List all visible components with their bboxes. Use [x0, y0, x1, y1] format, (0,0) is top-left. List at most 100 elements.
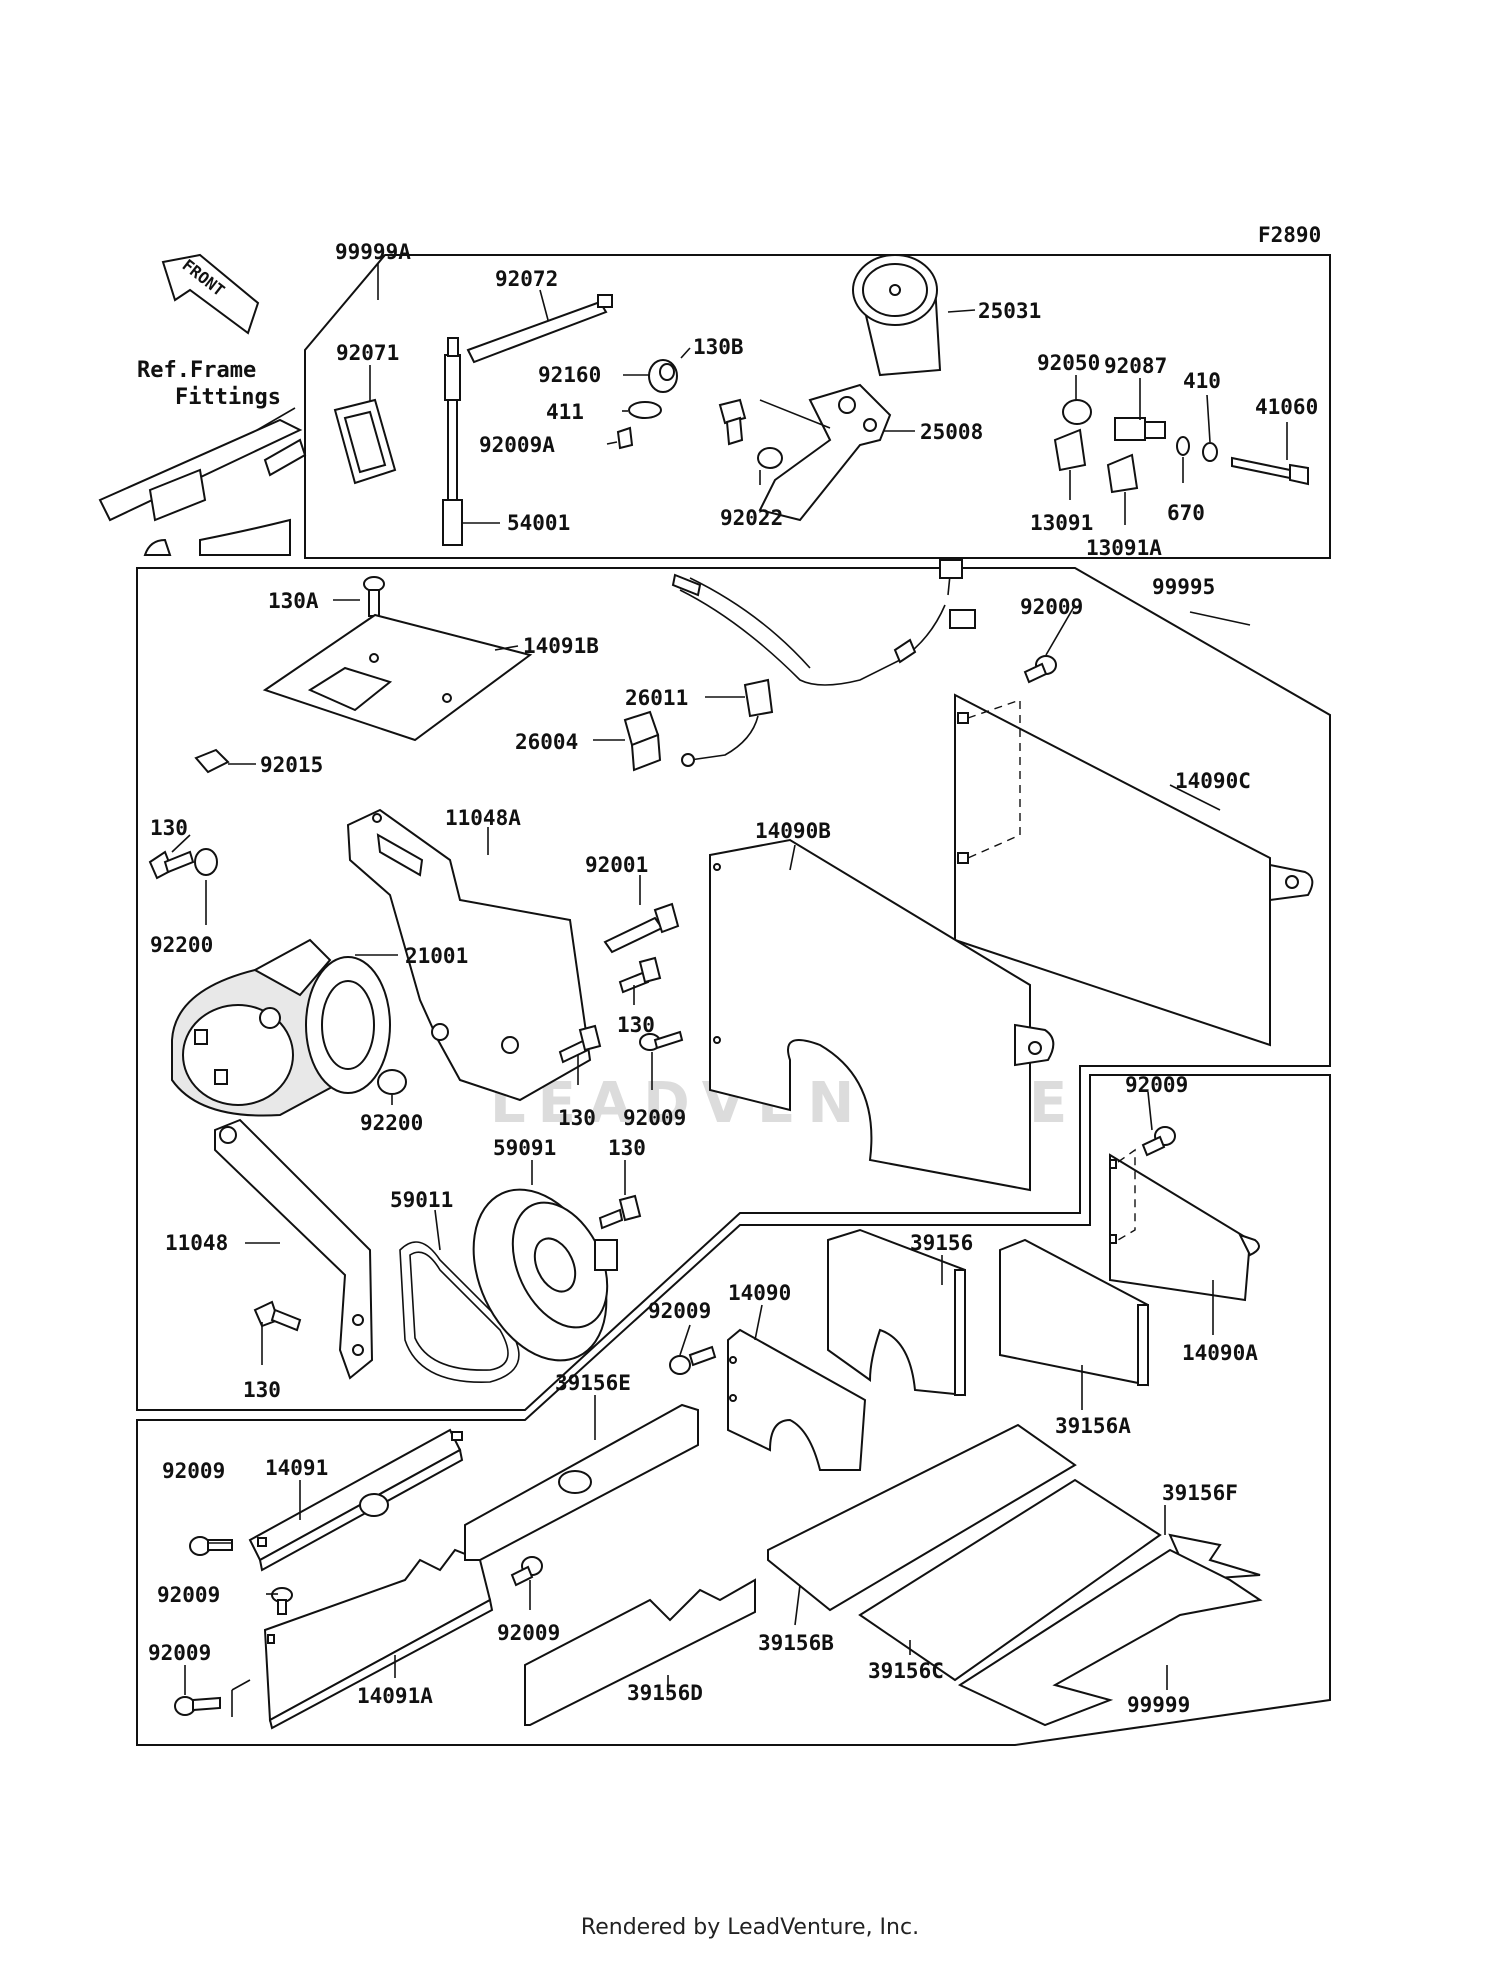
- label-92009-f: 92009: [157, 1583, 220, 1607]
- part-92160-damper: [648, 359, 678, 393]
- label-14091B: 14091B: [523, 634, 599, 658]
- label-92009-a: 92009: [1020, 595, 1083, 619]
- label-13091: 13091: [1030, 511, 1093, 535]
- label-99999: 99999: [1127, 1693, 1190, 1717]
- label-54001: 54001: [507, 511, 570, 535]
- label-14091: 14091: [265, 1456, 328, 1480]
- label-25031: 25031: [978, 299, 1041, 323]
- part-92022-washer: [757, 447, 783, 469]
- frame-middle: [136, 567, 1331, 1411]
- label-59011: 59011: [390, 1188, 453, 1212]
- front-arrow: FRONT: [161, 253, 260, 335]
- part-92050-nut: [1062, 399, 1092, 425]
- part-14091-bracket: [248, 1428, 464, 1572]
- label-13091A: 13091A: [1086, 536, 1162, 560]
- label-59091: 59091: [493, 1136, 556, 1160]
- label-670: 670: [1167, 501, 1205, 525]
- label-92050: 92050: [1037, 351, 1100, 375]
- label-14091A: 14091A: [357, 1684, 433, 1708]
- label-14090: 14090: [728, 1281, 791, 1305]
- part-39156E-pad: [464, 1403, 699, 1561]
- part-11048-bracket: [214, 1118, 374, 1380]
- part-92009A-screw: [616, 426, 634, 450]
- label-130-a: 130: [150, 816, 188, 840]
- part-130-bolt-mid-upper: [618, 956, 662, 994]
- part-25008-bracket: [758, 383, 892, 522]
- label-130B: 130B: [693, 335, 744, 359]
- label-39156C: 39156C: [868, 1659, 944, 1683]
- part-130A-bolt: [363, 576, 385, 617]
- part-26004-relay: [623, 710, 662, 772]
- part-13091-clip: [1053, 428, 1087, 472]
- part-59091-pulley: [472, 1188, 618, 1362]
- label-26004: 26004: [515, 730, 578, 754]
- part-26011-connector: [681, 678, 774, 767]
- label-92015: 92015: [260, 753, 323, 777]
- part-92087-fitting: [1114, 417, 1166, 441]
- part-92001-bolt: [603, 902, 680, 954]
- label-130A: 130A: [268, 589, 319, 613]
- part-13091A-clip: [1106, 453, 1139, 494]
- label-39156F: 39156F: [1162, 1481, 1238, 1505]
- label-21001: 21001: [405, 944, 468, 968]
- label-130-c: 130: [558, 1106, 596, 1130]
- part-14090-panel: [727, 1328, 867, 1471]
- label-39156: 39156: [910, 1231, 973, 1255]
- part-59011-belt: [399, 1241, 520, 1383]
- part-21001-alternator: [171, 938, 391, 1117]
- part-92072-strap: [466, 294, 613, 364]
- frame-bottom: [136, 1074, 1331, 1746]
- label-92009-e: 92009: [162, 1459, 225, 1483]
- label-92022: 92022: [720, 506, 783, 530]
- label-92160: 92160: [538, 363, 601, 387]
- label-410: 410: [1183, 369, 1221, 393]
- label-130-e: 130: [243, 1378, 281, 1402]
- part-130-bolt-lower-left: [253, 1300, 302, 1332]
- part-92009-bolt-bl2: [271, 1587, 293, 1615]
- ref-note-line2: Fittings: [175, 385, 281, 410]
- part-92009-bolt-mid: [639, 1030, 684, 1051]
- part-14090C-panel: [954, 693, 1314, 1047]
- part-92015-nut: [194, 748, 230, 774]
- part-92009-bolt-bl1: [189, 1536, 233, 1556]
- label-99995: 99995: [1152, 575, 1215, 599]
- part-92200-washer-mid: [377, 1069, 407, 1095]
- part-41060-shaft: [1231, 456, 1309, 486]
- part-39156D-pad: [524, 1578, 756, 1726]
- frame-fittings: [98, 418, 307, 556]
- part-14090A-panel: [1109, 1148, 1260, 1302]
- part-99999-mat: [957, 1548, 1263, 1727]
- part-11048A-bracket: [346, 808, 592, 1102]
- part-130-bolt-pulley: [598, 1194, 642, 1230]
- label-39156A: 39156A: [1055, 1414, 1131, 1438]
- part-54001-cable: [442, 337, 463, 546]
- part-92009-bolt-center: [510, 1556, 543, 1587]
- part-670-oring: [1176, 436, 1190, 456]
- leader-lines: [171, 263, 1288, 1717]
- part-92009-bolt-top-right: [1023, 655, 1057, 684]
- label-411: 411: [546, 400, 584, 424]
- label-92009-b: 92009: [623, 1106, 686, 1130]
- part-labels: F2890 99999A 92072 25031 92071 92160 130…: [148, 223, 1321, 1717]
- diagram-code: F2890: [1258, 223, 1321, 247]
- frame-top: [304, 254, 1331, 559]
- part-130-bolt-mid-lower: [558, 1024, 602, 1064]
- part-39156A-pad: [999, 1238, 1149, 1387]
- part-harness: [671, 559, 976, 686]
- label-41060: 41060: [1255, 395, 1318, 419]
- part-130-bolt-left: [148, 850, 195, 880]
- footer-credit: Rendered by LeadVenture, Inc.: [580, 1915, 920, 1940]
- part-92009-bolt-right-panel: [1141, 1126, 1176, 1157]
- label-39156B: 39156B: [758, 1631, 834, 1655]
- part-39156B-mat: [767, 1423, 1077, 1612]
- label-130-b: 130: [617, 1013, 655, 1037]
- ref-note-line1: Ref.Frame: [137, 358, 256, 383]
- label-25008: 25008: [920, 420, 983, 444]
- label-92009A: 92009A: [479, 433, 555, 457]
- label-92009-c: 92009: [1125, 1073, 1188, 1097]
- label-11048: 11048: [165, 1231, 228, 1255]
- part-39156-pad: [827, 1228, 966, 1397]
- label-14090C: 14090C: [1175, 769, 1251, 793]
- label-92071: 92071: [336, 341, 399, 365]
